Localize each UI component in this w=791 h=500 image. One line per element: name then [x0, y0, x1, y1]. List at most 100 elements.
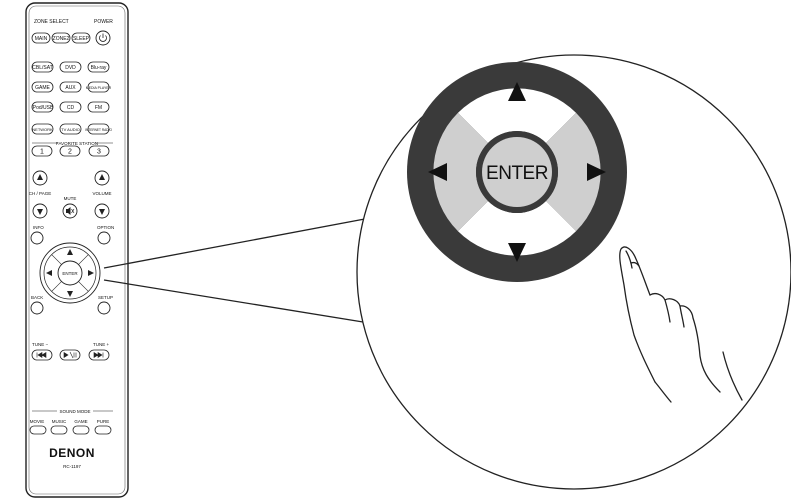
big-down-arrow-icon: [508, 243, 526, 262]
source-button-network[interactable]: NETWORK: [31, 123, 54, 135]
source-button-tv-audio-label: TV AUDIO: [61, 127, 80, 132]
source-button-dvd-label: DVD: [65, 65, 76, 71]
sound-mode-movie-label: MOVIE: [30, 419, 45, 424]
favorite-button-2-label: 2: [68, 149, 72, 156]
source-button-bluray-label: Blu-ray: [91, 65, 107, 71]
ch-page-up-button[interactable]: [32, 170, 48, 186]
zone-button-main[interactable]: MAIN: [31, 32, 51, 44]
power-button[interactable]: [95, 30, 111, 46]
source-button-aux[interactable]: AUX: [59, 81, 82, 93]
triangle-up-icon: [37, 174, 43, 180]
pointing-hand-icon: [619, 246, 743, 403]
favorite-station-label: FAVORITE STATION: [56, 141, 98, 146]
source-button-cd[interactable]: CD: [59, 101, 82, 113]
setup-label: SETUP: [98, 295, 113, 300]
big-enter-button[interactable]: [482, 137, 552, 207]
magnified-view: ENTER: [356, 54, 791, 490]
option-button[interactable]: [97, 231, 111, 245]
big-enter-label: ENTER: [486, 163, 548, 184]
info-label: INFO: [33, 225, 44, 230]
sound-mode-music-label: MUSIC: [52, 419, 67, 424]
favorite-button-3-label: 3: [97, 149, 101, 156]
big-cursor-down-segment[interactable]: [457, 201, 577, 256]
source-button-network-label: NETWORK: [32, 127, 53, 132]
source-button-ipod-usb-label: iPod/USB: [32, 105, 54, 111]
triangle-up-icon: [99, 174, 105, 180]
zone-button-zone2[interactable]: ZONE2: [51, 32, 71, 44]
sleep-button-label: SLEEP: [73, 36, 90, 42]
sound-mode-pure-label: PURE: [97, 419, 110, 424]
source-button-fm-label: FM: [95, 105, 102, 111]
zone-button-main-label: MAIN: [35, 36, 48, 42]
source-button-game-label: GAME: [35, 85, 50, 91]
volume-label: VOLUME: [92, 191, 111, 196]
cursor-up-button[interactable]: [67, 249, 73, 255]
info-button[interactable]: [30, 231, 44, 245]
sleep-button[interactable]: SLEEP: [71, 32, 91, 44]
source-button-cd-label: CD: [67, 105, 75, 111]
cursor-down-button[interactable]: [67, 291, 73, 297]
sound-mode-game-button[interactable]: [72, 425, 90, 435]
callout-line-top: [103, 217, 371, 269]
sound-mode-music-button[interactable]: [50, 425, 68, 435]
remote-control: ZONE SELECT POWER MAIN ZONE2 SLEEP CBL/S…: [25, 2, 129, 498]
cursor-left-button[interactable]: [46, 270, 52, 276]
source-button-bluray[interactable]: Blu-ray: [87, 61, 110, 73]
volume-up-button[interactable]: [94, 170, 110, 186]
source-row-4: NETWORK TV AUDIO INTERNET RADIO: [31, 123, 112, 135]
mute-label: MUTE: [64, 196, 77, 201]
sound-mode-movie-button[interactable]: [29, 425, 47, 435]
skip-back-icon: [36, 351, 47, 359]
source-button-game[interactable]: GAME: [31, 81, 54, 93]
big-left-arrow-icon: [428, 163, 447, 181]
remote-enter-button[interactable]: [57, 260, 83, 286]
mute-button[interactable]: [62, 203, 78, 219]
play-pause-button[interactable]: [59, 349, 81, 361]
skip-forward-button[interactable]: [88, 349, 110, 361]
remote-body-inner: [28, 5, 126, 495]
source-button-cbl-sat[interactable]: CBL/SAT: [31, 61, 54, 73]
brand-logo: DENON: [49, 446, 95, 460]
big-cursor-right-segment[interactable]: [546, 112, 601, 232]
ch-page-down-button[interactable]: [32, 203, 48, 219]
zone-select-label: ZONE SELECT: [34, 19, 69, 25]
zone-button-zone2-label: ZONE2: [53, 36, 70, 42]
source-button-ipod-usb[interactable]: iPod/USB: [31, 101, 54, 113]
source-button-media-player[interactable]: MEDIA PLAYER: [86, 81, 112, 93]
source-button-dvd[interactable]: DVD: [59, 61, 82, 73]
source-button-fm[interactable]: FM: [87, 101, 110, 113]
skip-back-button[interactable]: [31, 349, 53, 361]
source-button-internet-radio-label: INTERNET RADIO: [85, 128, 112, 132]
callout-line-bottom: [103, 279, 364, 323]
favorite-button-3[interactable]: 3: [88, 145, 110, 157]
play-pause-icon: [63, 351, 77, 359]
option-label: OPTION: [97, 225, 114, 230]
favorite-button-2[interactable]: 2: [59, 145, 81, 157]
source-row-2: GAME AUX MEDIA PLAYER: [31, 81, 112, 93]
setup-button[interactable]: [97, 301, 111, 315]
source-button-internet-radio[interactable]: INTERNET RADIO: [85, 123, 112, 135]
source-row-1: CBL/SAT DVD Blu-ray: [31, 61, 110, 73]
source-button-cbl-sat-label: CBL/SAT: [32, 65, 52, 71]
big-up-arrow-icon: [508, 82, 526, 101]
favorite-button-1[interactable]: 1: [31, 145, 53, 157]
back-button[interactable]: [30, 301, 44, 315]
cursor-right-button[interactable]: [88, 270, 94, 276]
mute-icon: [66, 207, 75, 215]
remote-enter-label: ENTER: [62, 271, 78, 276]
big-cursor-left-segment[interactable]: [433, 112, 488, 232]
back-label: BACK: [31, 295, 43, 300]
power-icon: [99, 33, 107, 42]
source-button-aux-label: AUX: [65, 85, 76, 91]
source-row-3: iPod/USB CD FM: [31, 101, 110, 113]
big-right-arrow-icon: [587, 163, 606, 181]
model-number: RC-1197: [63, 464, 81, 469]
sound-mode-pure-button[interactable]: [94, 425, 112, 435]
source-button-tv-audio[interactable]: TV AUDIO: [59, 123, 82, 135]
tune-plus-label: TUNE +: [93, 342, 110, 347]
big-cursor-up-segment[interactable]: [457, 88, 577, 143]
remote-cursor-pad: ENTER: [39, 242, 101, 304]
volume-down-button[interactable]: [94, 203, 110, 219]
ch-page-label: CH / PAGE: [29, 191, 51, 196]
